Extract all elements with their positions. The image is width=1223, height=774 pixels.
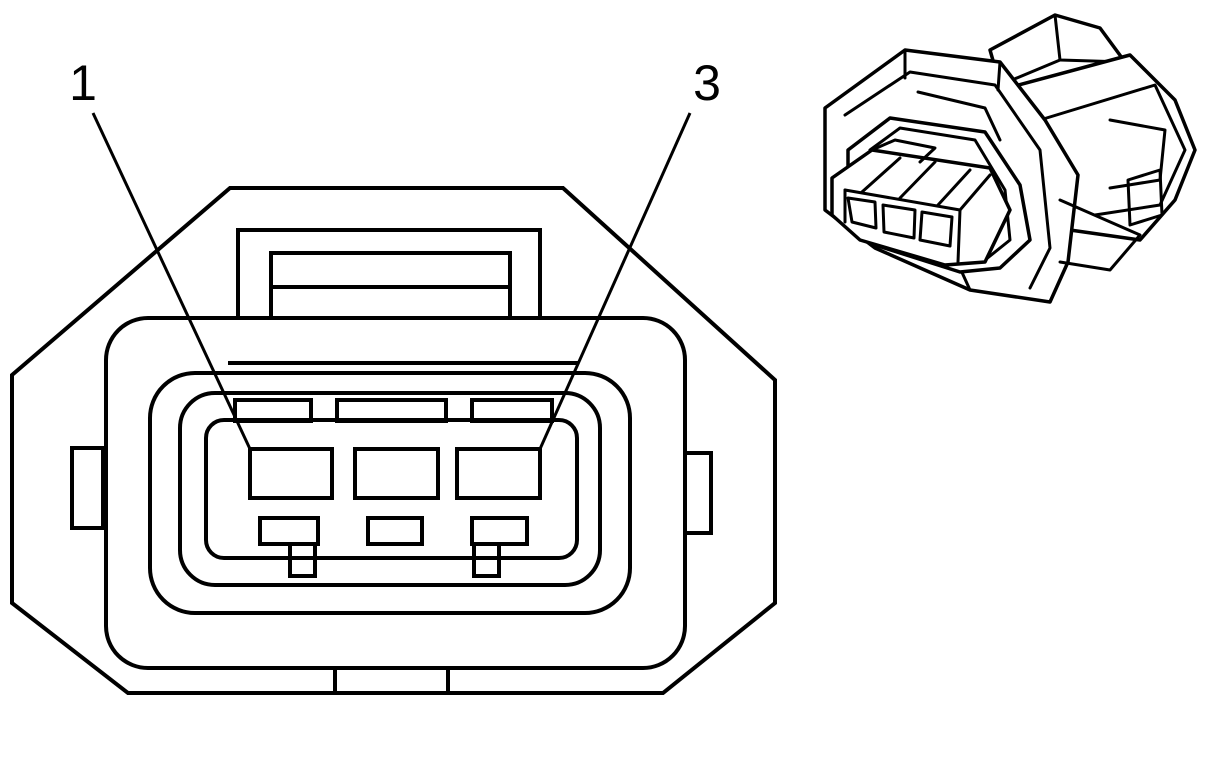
lower-lock-3 <box>470 516 529 578</box>
lower-lock-1 <box>258 516 320 578</box>
inner-shroud <box>104 316 687 670</box>
upper-slot-3 <box>470 398 554 423</box>
cavity-wall-middle <box>178 391 602 587</box>
leader-line-pin-1 <box>91 112 252 450</box>
terminal-cavity-1 <box>248 447 334 500</box>
lower-lock-2 <box>366 516 424 546</box>
connector-outer-housing <box>10 186 777 695</box>
upper-slot-1 <box>233 398 313 423</box>
cavity-wall-outer <box>148 371 632 615</box>
leader-line-pin-3 <box>538 112 692 450</box>
bottom-key <box>333 668 450 693</box>
terminal-cavity-2 <box>353 447 440 500</box>
pin-3-label: 3 <box>693 55 721 111</box>
left-side-tab <box>70 446 105 530</box>
top-latch <box>236 228 542 318</box>
terminal-cavity-3 <box>455 447 542 500</box>
connector-isometric-view <box>823 13 1197 304</box>
right-side-tab <box>683 451 713 535</box>
upper-slot-2 <box>335 398 448 423</box>
pin-1-label: 1 <box>69 55 97 111</box>
